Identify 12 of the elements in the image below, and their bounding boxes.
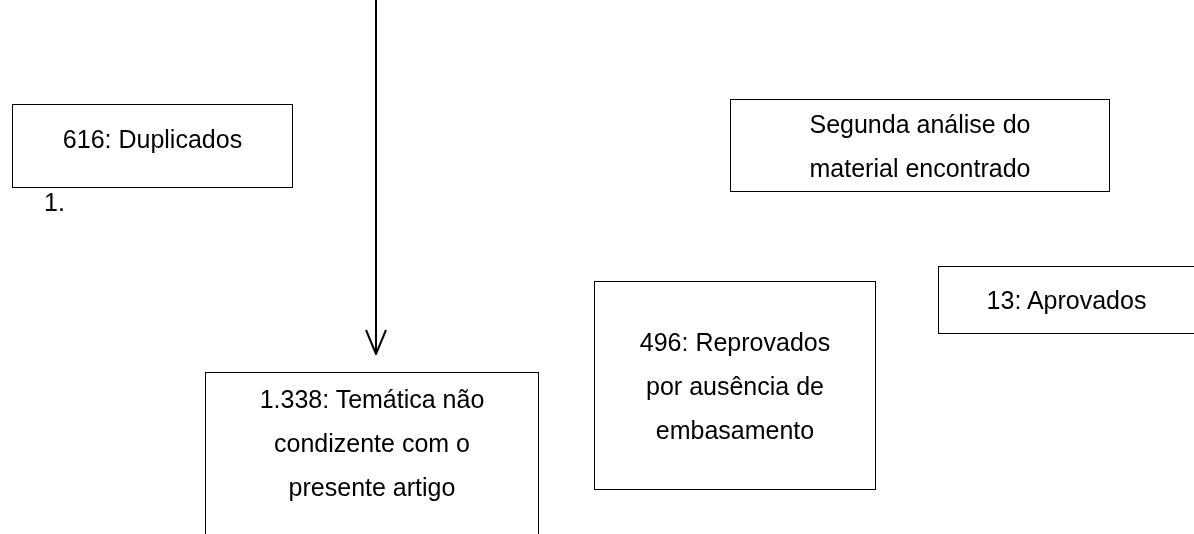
note-text: 1. xyxy=(44,190,65,215)
process-box xyxy=(594,281,876,490)
box-text: 1.338: Temática não condizente com o presente artigo xyxy=(258,384,486,503)
process-box xyxy=(12,104,293,188)
box-text: 13: Aprovados xyxy=(986,285,1147,316)
process-box xyxy=(730,99,1110,192)
box-text: Segunda análise do material encontrado xyxy=(808,108,1032,184)
process-box xyxy=(205,372,539,534)
arrow xyxy=(365,0,387,355)
box-text: 496: Reprovados por ausência de embasamento xyxy=(638,326,832,446)
box-text: 616: Duplicados xyxy=(62,124,243,155)
process-box xyxy=(938,266,1194,334)
